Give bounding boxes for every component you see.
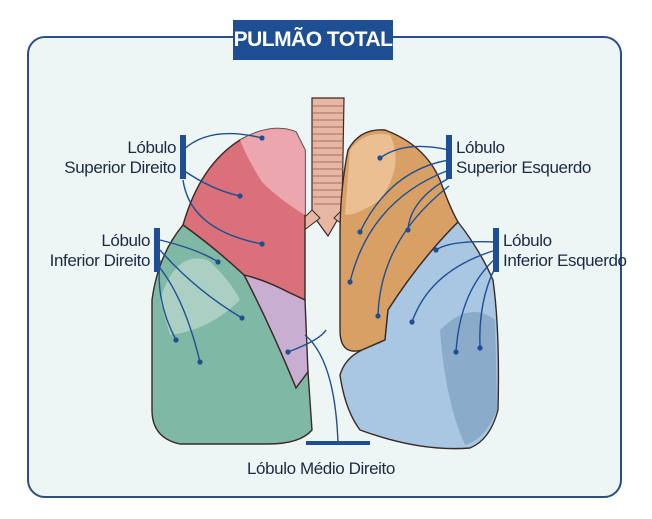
right-lung (152, 128, 312, 444)
label-right-middle-lobe: Lóbulo Médio Direito (247, 459, 395, 479)
label-line-2: Superior Esquerdo (456, 158, 591, 178)
label-line-1: Lóbulo (52, 138, 176, 158)
label-line-2: Superior Direito (52, 158, 176, 178)
diagram-title: PULMÃO TOTAL (233, 20, 393, 60)
label-line-1: Lóbulo (456, 138, 591, 158)
label-line-2: Inferior Esquerdo (503, 251, 627, 271)
label-right-inferior-lobe: Lóbulo Inferior Direito (30, 231, 150, 271)
label-left-inferior-lobe: Lóbulo Inferior Esquerdo (503, 231, 627, 271)
label-left-superior-lobe: Lóbulo Superior Esquerdo (456, 138, 591, 178)
label-line-2: Inferior Direito (30, 251, 150, 271)
label-right-superior-lobe: Lóbulo Superior Direito (52, 138, 176, 178)
label-line-1: Lóbulo (30, 231, 150, 251)
label-line-1: Lóbulo (503, 231, 627, 251)
